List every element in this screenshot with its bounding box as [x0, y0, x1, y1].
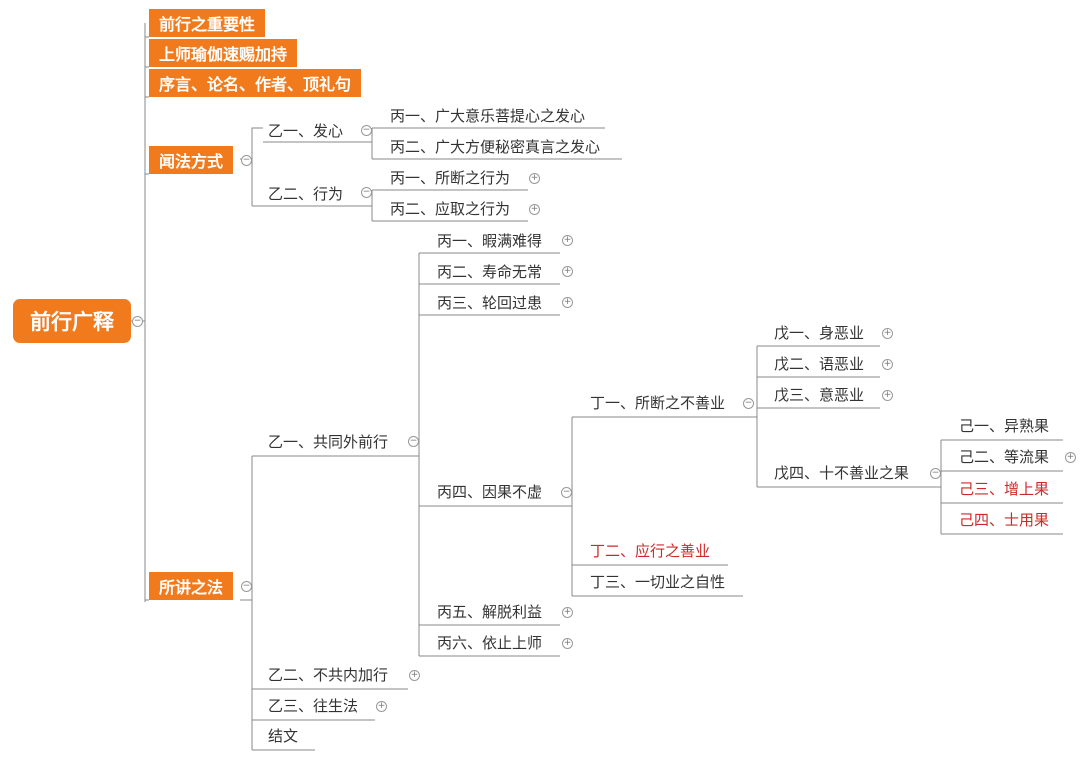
node-ding1-nonvirtues[interactable]: 丁一、所断之不善业	[590, 394, 726, 412]
expand-icon[interactable]: +	[882, 390, 893, 401]
collapse-icon[interactable]: −	[241, 155, 252, 166]
node-listening-method[interactable]: 闻法方式	[149, 146, 234, 174]
expand-icon[interactable]: +	[882, 328, 893, 339]
node-wu3-mind[interactable]: 戊三、意恶业	[774, 386, 865, 404]
expand-icon[interactable]: +	[409, 670, 420, 681]
node-ji3-dominant[interactable]: 己三、增上果	[959, 480, 1050, 498]
node-bing1-abandon-conduct[interactable]: 丙一、所断之行为	[390, 169, 511, 187]
collapse-icon[interactable]: −	[132, 316, 143, 327]
collapse-icon[interactable]: −	[561, 487, 572, 498]
node-importance[interactable]: 前行之重要性	[149, 9, 266, 37]
node-wu1-body[interactable]: 戊一、身恶业	[774, 324, 865, 342]
expand-icon[interactable]: +	[376, 701, 387, 712]
expand-icon[interactable]: +	[562, 235, 573, 246]
expand-icon[interactable]: +	[562, 607, 573, 618]
node-yi3-phowa[interactable]: 乙三、往生法	[268, 697, 359, 715]
node-yi1-bodhicitta[interactable]: 乙一、发心	[268, 122, 344, 140]
root-node[interactable]: 前行广释	[13, 299, 131, 343]
node-ding3-nature-of-karma[interactable]: 丁三、一切业之自性	[590, 573, 726, 591]
collapse-icon[interactable]: −	[241, 581, 252, 592]
node-ji1-ripening[interactable]: 己一、异熟果	[959, 417, 1050, 435]
node-ji2-concordant[interactable]: 己二、等流果	[959, 448, 1050, 466]
collapse-icon[interactable]: −	[361, 125, 372, 136]
node-bing5-liberation-benefits[interactable]: 丙五、解脱利益	[437, 603, 543, 621]
node-preface[interactable]: 序言、论名、作者、顶礼句	[149, 69, 362, 97]
expand-icon[interactable]: +	[562, 638, 573, 649]
collapse-icon[interactable]: −	[361, 187, 372, 198]
expand-icon[interactable]: +	[529, 204, 540, 215]
node-wu4-results[interactable]: 戊四、十不善业之果	[774, 464, 910, 482]
node-bing6-rely-on-teacher[interactable]: 丙六、依止上师	[437, 634, 543, 652]
collapse-icon[interactable]: −	[408, 436, 419, 447]
collapse-icon[interactable]: −	[930, 468, 941, 479]
node-yi2-conduct[interactable]: 乙二、行为	[268, 185, 344, 203]
expand-icon[interactable]: +	[562, 266, 573, 277]
node-bing1-vast-intention[interactable]: 丙一、广大意乐菩提心之发心	[390, 107, 586, 125]
node-conclusion[interactable]: 结文	[268, 727, 299, 745]
node-bing2-adopt-conduct[interactable]: 丙二、应取之行为	[390, 200, 511, 218]
node-wu2-speech[interactable]: 戊二、语恶业	[774, 355, 865, 373]
node-guru-yoga[interactable]: 上师瑜伽速赐加持	[149, 39, 298, 67]
expand-icon[interactable]: +	[1065, 452, 1076, 463]
collapse-icon[interactable]: −	[743, 398, 754, 409]
expand-icon[interactable]: +	[562, 297, 573, 308]
expand-icon[interactable]: +	[529, 173, 540, 184]
node-bing2-impermanence[interactable]: 丙二、寿命无常	[437, 263, 543, 281]
node-teaching[interactable]: 所讲之法	[149, 572, 234, 600]
node-bing3-samsara-defects[interactable]: 丙三、轮回过患	[437, 294, 543, 312]
node-bing1-precious-human-birth[interactable]: 丙一、暇满难得	[437, 232, 543, 250]
node-yi1-outer-preliminaries[interactable]: 乙一、共同外前行	[268, 433, 389, 451]
node-yi2-inner-preliminaries[interactable]: 乙二、不共内加行	[268, 666, 389, 684]
node-ji4-proliferating[interactable]: 己四、士用果	[959, 511, 1050, 529]
node-ding2-virtues[interactable]: 丁二、应行之善业	[590, 542, 711, 560]
node-bing2-vast-means[interactable]: 丙二、广大方便秘密真言之发心	[390, 138, 601, 156]
node-bing4-karma[interactable]: 丙四、因果不虚	[437, 483, 543, 501]
expand-icon[interactable]: +	[882, 359, 893, 370]
